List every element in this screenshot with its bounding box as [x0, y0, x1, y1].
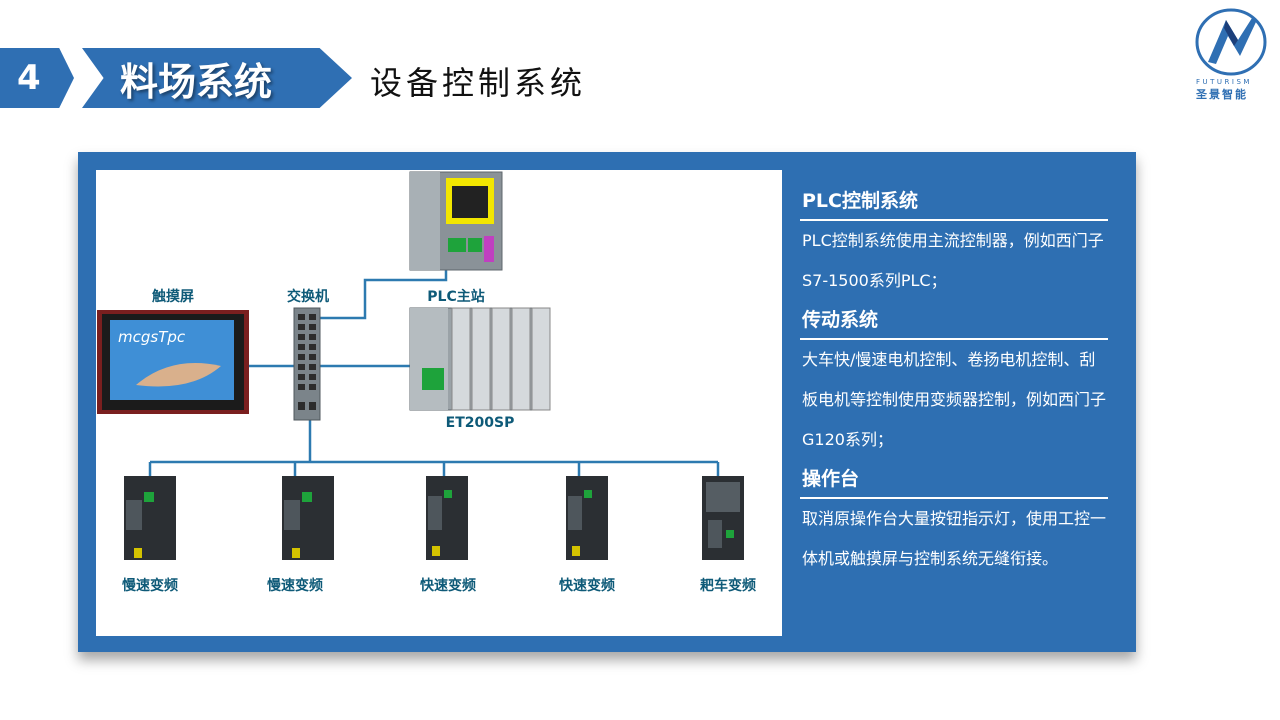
logo-chinese-text: 圣景智能 — [1196, 88, 1248, 101]
info-column: PLC控制系统 PLC控制系统使用主流控制器，例如西门子S7-1500系列PLC… — [800, 182, 1108, 579]
topology-svg: mcgsTpc — [97, 171, 756, 594]
drive-label: 快速变频 — [420, 577, 476, 594]
screen-brand-text: mcgsTpc — [118, 328, 186, 346]
section-title: 料场系统 — [82, 48, 352, 108]
network-switch — [293, 307, 321, 421]
drive-5 — [702, 476, 744, 560]
touchscreen-label: 触摸屏 — [151, 288, 194, 305]
section-body: PLC控制系统使用主流控制器，例如西门子S7-1500系列PLC； — [802, 231, 1104, 290]
section-console: 操作台 取消原操作台大量按钮指示灯，使用工控一体机或触摸屏与控制系统无缝衔接。 — [800, 460, 1108, 579]
network-wires — [148, 270, 720, 476]
drive-1 — [124, 476, 176, 560]
section-body: 取消原操作台大量按钮指示灯，使用工控一体机或触摸屏与控制系统无缝衔接。 — [802, 509, 1107, 568]
touchscreen-device: mcgsTpc — [97, 310, 249, 414]
page-subtitle: 设备控制系统 — [370, 64, 587, 102]
futurism-logo-icon — [1195, 8, 1267, 76]
drive-label: 慢速变频 — [267, 577, 323, 594]
section-heading: PLC控制系统 — [800, 182, 1108, 221]
section-plc: PLC控制系统 PLC控制系统使用主流控制器，例如西门子S7-1500系列PLC… — [800, 182, 1108, 301]
et200sp-label: ET200SP — [446, 415, 515, 431]
section-heading: 操作台 — [800, 460, 1108, 499]
drive-label: 耙车变频 — [700, 577, 756, 594]
section-drive: 传动系统 大车快/慢速电机控制、卷扬电机控制、刮板电机等控制使用变频器控制，例如… — [800, 301, 1108, 460]
section-heading: 传动系统 — [800, 301, 1108, 340]
section-number: 4 — [0, 48, 74, 108]
et200sp-module — [409, 307, 551, 411]
drive-4 — [566, 476, 608, 560]
drive-2 — [282, 476, 334, 560]
drive-3 — [426, 476, 468, 560]
drive-label: 快速变频 — [559, 577, 615, 594]
network-diagram: mcgsTpc — [96, 170, 782, 636]
logo-english-text: FUTURISM — [1196, 78, 1252, 86]
plc-cpu-module — [409, 171, 503, 271]
section-body: 大车快/慢速电机控制、卷扬电机控制、刮板电机等控制使用变频器控制，例如西门子G1… — [802, 350, 1107, 449]
drive-label: 慢速变频 — [122, 577, 178, 594]
switch-label: 交换机 — [287, 288, 329, 305]
plc-main-label: PLC主站 — [427, 288, 484, 305]
